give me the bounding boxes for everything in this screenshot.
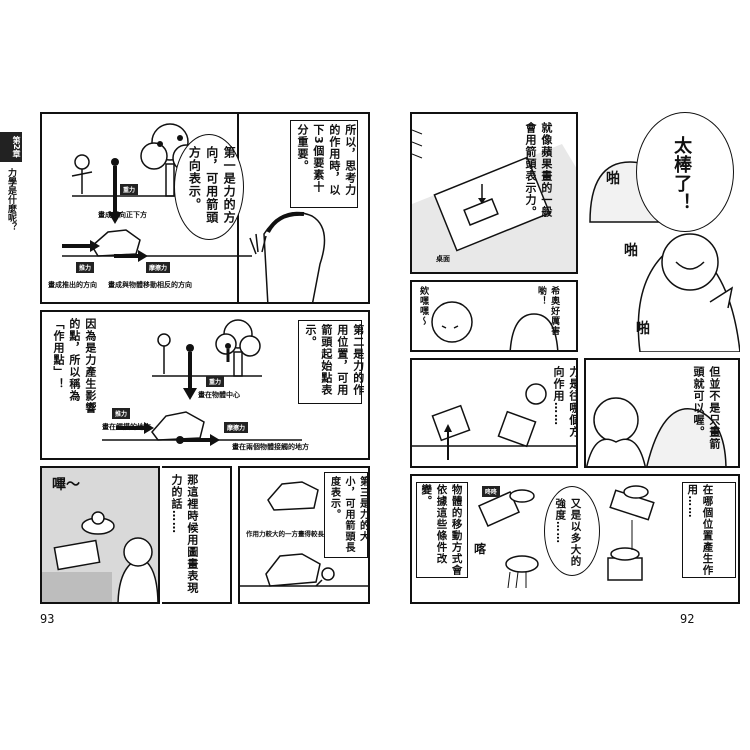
sfx-clap-b: 啪 bbox=[624, 243, 638, 259]
label-friction: 摩擦力 bbox=[224, 422, 249, 433]
narration-box bbox=[416, 482, 468, 578]
robot-drone-illustration bbox=[42, 511, 158, 602]
caption-magnitude: 作用力較大的一方畫得較長 bbox=[246, 530, 324, 538]
chapter-tab: 第2章 力學是什麼呢？ bbox=[0, 132, 22, 260]
force-direction-illustration bbox=[62, 114, 326, 302]
label-gravity: 重力 bbox=[206, 376, 225, 387]
narration-not-only-arrow: 但並不是只畫箭頭就可以喔。 bbox=[691, 366, 721, 450]
narration-direction: 力是往哪個方向作用…… bbox=[551, 366, 578, 438]
left-page: 第一是力的方向，可用箭頭方向表示。 所以，思考力的作用時，以下3個要素十分重要。… bbox=[40, 112, 370, 604]
narration-three-elements: 所以，思考力的作用時，以下3個要素十分重要。 bbox=[295, 124, 357, 196]
caption-gravity: 畫在物體中心 bbox=[198, 391, 240, 399]
force-magnitude-illustration bbox=[240, 481, 368, 587]
page-number-left: 93 bbox=[40, 612, 55, 626]
narration-arrow-force: 就像蘋果畫的一般會用箭頭表示力。 bbox=[523, 122, 553, 218]
left-panel-3: 嗶～ bbox=[40, 466, 160, 604]
narration-box bbox=[290, 120, 358, 208]
narration-bubble bbox=[174, 134, 244, 240]
right-panel-4: 力是往哪個方向作用…… bbox=[410, 358, 578, 468]
chapter-title: 力學是什麼呢？ bbox=[6, 167, 16, 231]
right-panel-1: 就像蘋果畫的一般會用箭頭表示力。 桌面 bbox=[410, 112, 578, 274]
right-panel-5: 物體的移動方式會依據這些條件改變。 又是以多大的強度…… 在哪個位置產生作用……… bbox=[410, 474, 740, 604]
speech-action-point: 因為是力產生影響的點，所以稱為「作用點」！ bbox=[51, 318, 97, 414]
left-panel-1: 第一是力的方向，可用箭頭方向表示。 所以，思考力的作用時，以下3個要素十分重要。… bbox=[40, 112, 370, 304]
label-push: 推力 bbox=[76, 262, 95, 273]
left-panel-2: 第二是力的作用位置，可用箭頭起始點表示。 因為是力產生影響的點，所以稱為「作用點… bbox=[40, 310, 370, 460]
blushing-characters-illustration bbox=[431, 301, 559, 350]
speech-great: 太棒了！ bbox=[671, 136, 693, 212]
speech-so-cool: 希奧好厲害喲！ bbox=[536, 286, 560, 336]
right-page: 就像蘋果畫的一般會用箭頭表示力。 桌面 太棒了！ 啪 啪 啪 欸嘿嘿～ 希奧好厲… bbox=[410, 112, 740, 604]
page-number-right: 92 bbox=[680, 612, 695, 626]
narration-bubble bbox=[544, 486, 600, 576]
caption-friction: 畫在兩個物體接觸的地方 bbox=[232, 443, 309, 451]
narration-box-2 bbox=[682, 482, 736, 578]
speech-area bbox=[46, 316, 108, 416]
speech-how-to-draw: 那這裡時候用圖畫表現力的話…… bbox=[169, 474, 199, 594]
sfx-clap-a: 啪 bbox=[606, 171, 620, 187]
thinking-girl-illustration bbox=[586, 397, 727, 466]
chapter-number: 第2章 bbox=[0, 132, 22, 162]
narration-magnitude: 第三是力的大小，可用箭頭長度表示。 bbox=[328, 476, 369, 553]
left-panel-4: 第三是力的大小，可用箭頭長度表示。 作用力較大的一方畫得較長 bbox=[238, 466, 370, 604]
caption-push: 畫在觸摸的地方 bbox=[102, 423, 151, 431]
right-panel-2: 太棒了！ 啪 啪 啪 bbox=[580, 112, 740, 352]
narration-direction: 第一是力的方向，可用箭頭方向表示。 bbox=[187, 146, 237, 224]
caption-push: 畫成推出的方向 bbox=[48, 281, 97, 289]
label-push: 推力 bbox=[112, 408, 131, 419]
sfx-thud: 咚咚 bbox=[482, 486, 501, 497]
label-gravity: 重力 bbox=[120, 184, 139, 195]
box-arrow-illustration bbox=[412, 383, 576, 460]
moving-boxes-illustration bbox=[478, 485, 655, 589]
sfx-click: 喀 bbox=[474, 542, 487, 556]
speech-bubble bbox=[636, 112, 734, 232]
narration-action-point: 第二是力的作用位置，可用箭頭起始點表示。 bbox=[303, 324, 365, 396]
speech-hehe: 欸嘿嘿～ bbox=[418, 286, 429, 326]
label-friction: 摩擦力 bbox=[146, 262, 171, 273]
sfx-beep: 嗶～ bbox=[52, 477, 80, 493]
caption-gravity: 畫成朝向正下方 bbox=[98, 211, 147, 219]
narration-position: 在哪個位置產生作用…… bbox=[686, 484, 714, 576]
narration-box bbox=[298, 320, 362, 404]
sfx-clap-c: 啪 bbox=[636, 321, 650, 337]
narration-strength: 又是以多大的強度…… bbox=[554, 498, 582, 567]
desk-diagram-illustration bbox=[412, 129, 576, 272]
force-point-illustration bbox=[102, 319, 302, 446]
label-desk: 桌面 bbox=[436, 255, 450, 263]
caption-friction: 畫成與物體移動相反的方向 bbox=[108, 281, 192, 289]
right-panel-4b: 但並不是只畫箭頭就可以喔。 bbox=[584, 358, 740, 468]
right-panel-3: 欸嘿嘿～ 希奧好厲害喲！ bbox=[410, 280, 578, 352]
narration-box bbox=[324, 472, 368, 558]
left-panel-3-speech: 那這裡時候用圖畫表現力的話…… bbox=[162, 466, 232, 604]
narration-conditions: 物體的移動方式會依據這些條件改變。 bbox=[420, 484, 463, 576]
